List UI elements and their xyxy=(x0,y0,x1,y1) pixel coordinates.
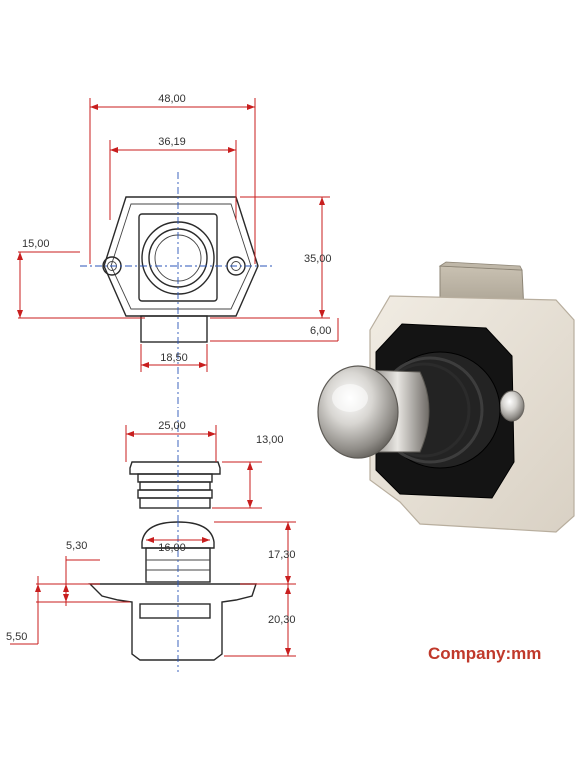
side-view xyxy=(10,520,296,672)
dim-6: 6,00 xyxy=(310,325,331,337)
cap-flange xyxy=(129,461,221,475)
dim-35: 35,00 xyxy=(304,253,332,265)
dimension-labels: 48,00 36,19 15,00 35,00 6,00 18,50 25,00… xyxy=(6,93,332,643)
dim-5-30: 5,30 xyxy=(66,540,87,552)
dim-5-50: 5,50 xyxy=(6,631,27,643)
thread-4 xyxy=(139,497,211,509)
top-dimensions xyxy=(17,98,339,372)
button-dome xyxy=(141,521,215,549)
latch-slot xyxy=(139,603,211,619)
latch-stem xyxy=(140,315,208,343)
base-flange xyxy=(88,583,257,661)
dim-17-30: 17,30 xyxy=(268,549,296,561)
product-illustration xyxy=(317,261,575,533)
thread-1 xyxy=(137,473,213,483)
dim-13: 13,00 xyxy=(256,434,284,446)
top-view xyxy=(80,172,272,408)
cap-view xyxy=(125,410,262,520)
unit-label: Company:mm xyxy=(428,644,542,663)
thread-2 xyxy=(139,481,211,491)
dim-48: 48,00 xyxy=(158,93,186,105)
mount-screw xyxy=(499,390,525,422)
dim-16: 16,00 xyxy=(158,542,186,554)
dim-25: 25,00 xyxy=(158,420,186,432)
dim-36-19: 36,19 xyxy=(158,136,186,148)
dim-18-50: 18,50 xyxy=(160,352,188,364)
button-cap xyxy=(317,365,399,459)
dim-20-30: 20,30 xyxy=(268,614,296,626)
thread-3 xyxy=(137,489,213,499)
dim-15: 15,00 xyxy=(22,238,50,250)
